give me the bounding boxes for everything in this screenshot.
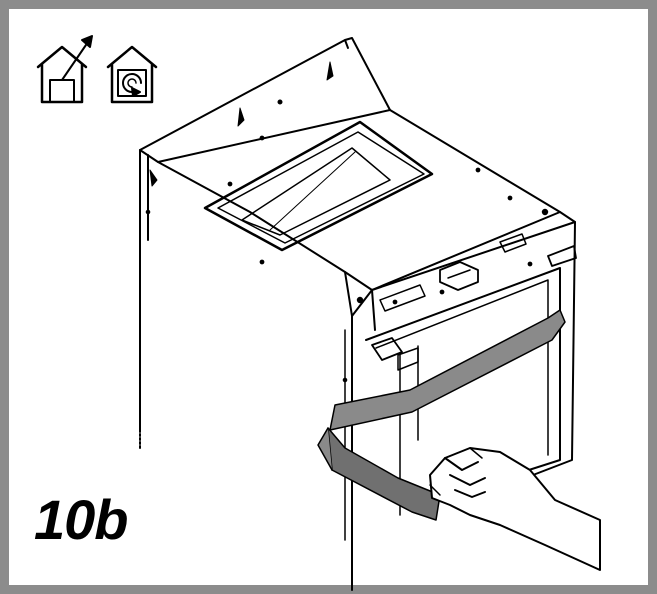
hand — [429, 447, 601, 571]
filter-strap — [317, 309, 566, 521]
recirculation-mode-icon — [106, 45, 158, 104]
duct-outlet-opening — [203, 120, 434, 252]
hood-top-surface — [139, 109, 576, 317]
left-side-panel — [139, 149, 158, 449]
step-number: 10b — [34, 488, 128, 551]
back-panel — [139, 37, 391, 151]
ducted-exhaust-mode-icon — [36, 35, 93, 104]
